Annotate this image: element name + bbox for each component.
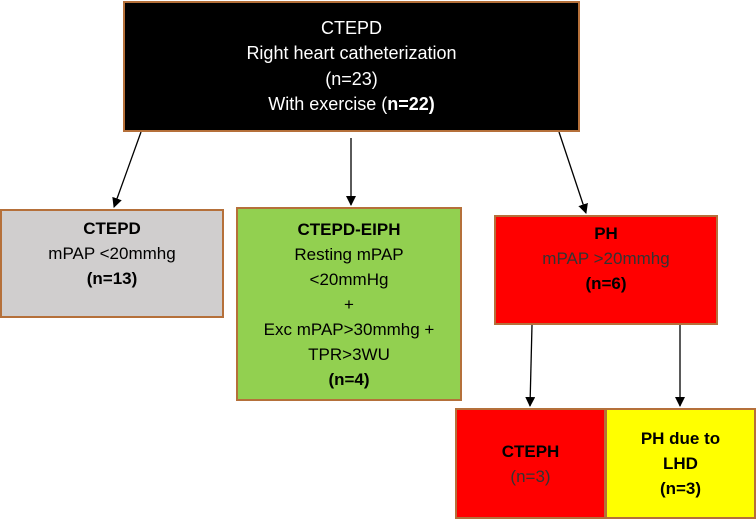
- root-node-ctepd-rhc: CTEPD Right heart catheterization (n=23)…: [123, 1, 580, 132]
- eiph-tpr-criterion: TPR>3WU: [308, 344, 390, 364]
- lhd-title-line1: PH due to: [640, 429, 721, 448]
- eiph-count: (n=4): [328, 369, 370, 389]
- ctepd-title: CTEPD: [83, 219, 141, 238]
- eiph-plus: +: [344, 294, 354, 314]
- node-ctepd-eiph: CTEPD-EIPH Resting mPAP <20mmHg + Exc mP…: [236, 207, 462, 401]
- eiph-resting-value: <20mmHg: [309, 269, 389, 289]
- root-exercise-label: With exercise (: [268, 94, 388, 114]
- ctepd-criterion: mPAP <20mmhg: [48, 244, 176, 263]
- lhd-count: (n=3): [659, 479, 702, 498]
- lhd-title-line2: LHD: [663, 454, 698, 473]
- node-ctepd: CTEPD mPAP <20mmhg (n=13): [0, 209, 224, 318]
- eiph-exercise-criterion: Exc mPAP>30mmhg +: [263, 319, 435, 339]
- node-cteph: CTEPH (n=3): [455, 408, 606, 519]
- eiph-resting-label: Resting mPAP: [294, 244, 404, 264]
- root-procedure: Right heart catheterization: [246, 43, 457, 63]
- eiph-title: CTEPD-EIPH: [297, 219, 401, 239]
- root-exercise-line: With exercise (n=22): [268, 92, 435, 118]
- ph-title: PH: [594, 224, 618, 243]
- ctepd-count: (n=13): [86, 269, 138, 288]
- root-exercise-count: n=22): [387, 94, 435, 114]
- node-ph: PH mPAP >20mmhg (n=6): [494, 215, 718, 325]
- cteph-title: CTEPH: [501, 441, 560, 461]
- arrow-root-to-ctepd: [112, 131, 142, 208]
- node-ph-due-to-lhd: PH due to LHD (n=3): [605, 408, 756, 519]
- ph-criterion: mPAP >20mmhg: [542, 249, 670, 268]
- ph-count: (n=6): [585, 274, 627, 293]
- cteph-count: (n=3): [510, 466, 551, 486]
- arrow-ph-to-cteph: [525, 324, 536, 407]
- arrow-root-to-ph: [558, 131, 588, 214]
- root-title: CTEPD: [320, 17, 382, 38]
- root-count: (n=23): [325, 68, 378, 89]
